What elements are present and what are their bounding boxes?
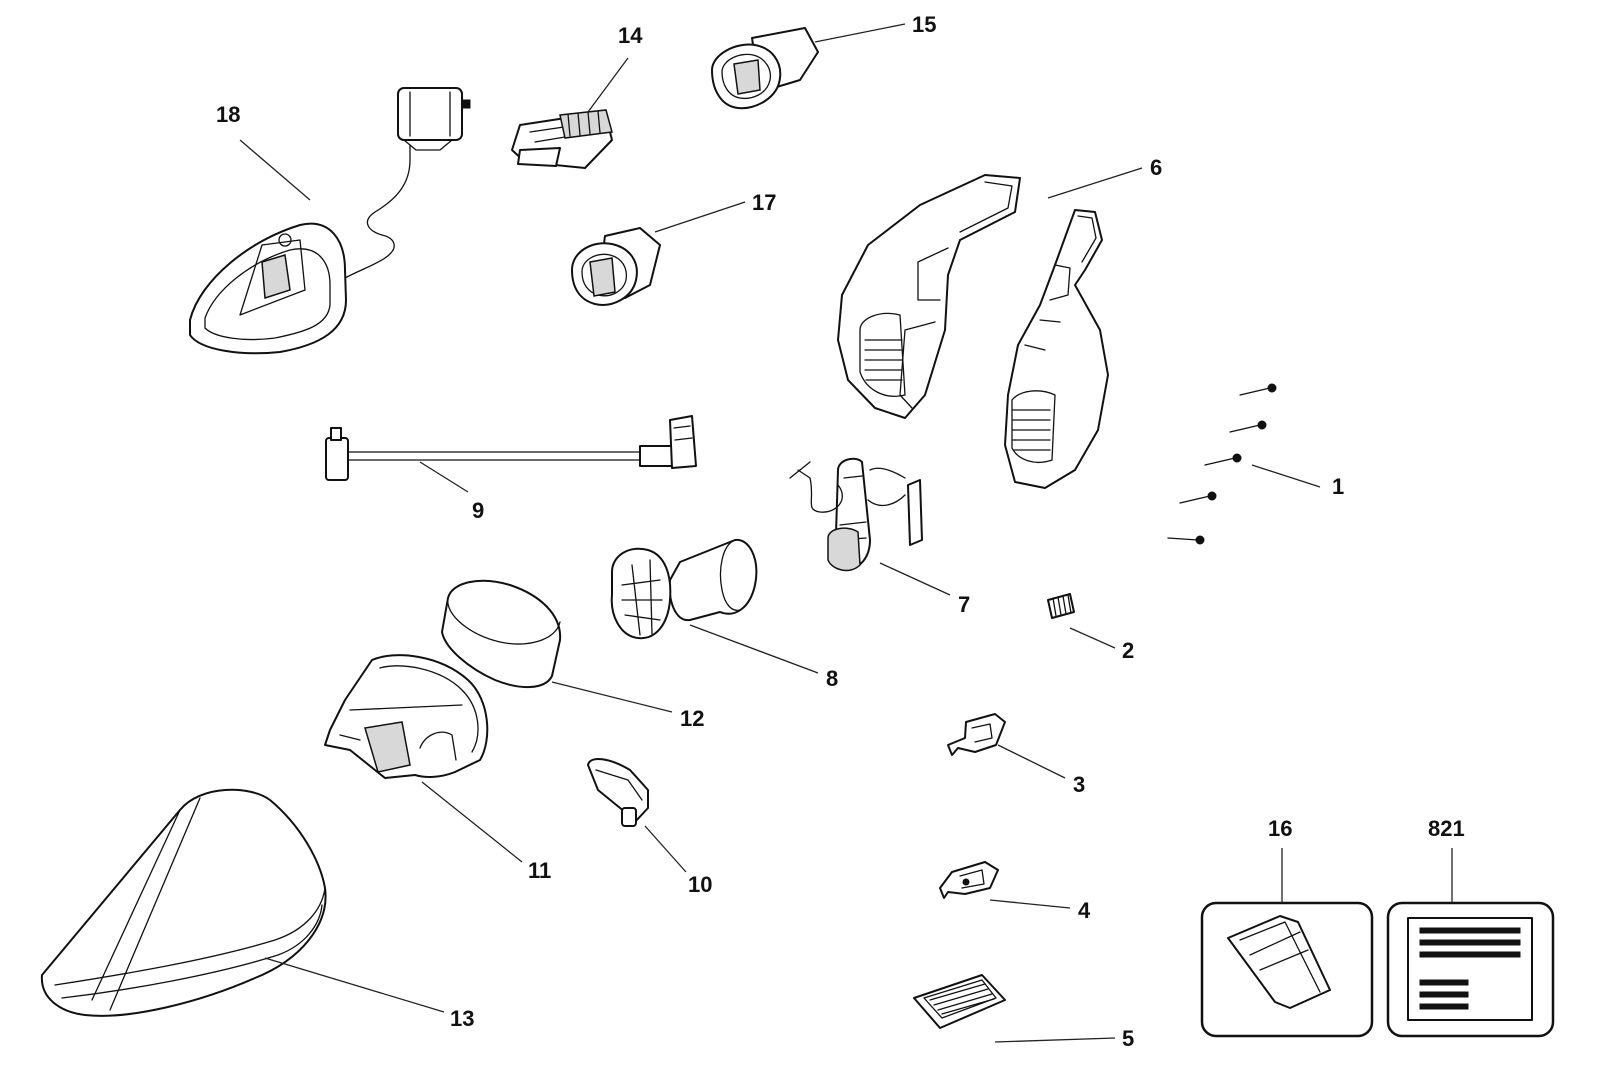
callout-4: 4 xyxy=(1078,898,1091,923)
grille-part-5[interactable] xyxy=(913,974,1006,1029)
callout-8: 8 xyxy=(826,666,838,691)
leader-14 xyxy=(587,57,629,113)
callout-821: 821 xyxy=(1428,816,1465,841)
charging-base-part-18[interactable] xyxy=(189,87,471,355)
leader-17 xyxy=(654,201,746,233)
callout-2: 2 xyxy=(1122,638,1134,663)
leader-13 xyxy=(264,957,445,1013)
callout-9: 9 xyxy=(472,498,484,523)
callout-15: 15 xyxy=(912,12,936,37)
housing-halves-part-6[interactable] xyxy=(837,174,1109,489)
leader-5 xyxy=(994,1037,1116,1043)
callout-3: 3 xyxy=(1073,772,1085,797)
nozzle-shell-part-13[interactable] xyxy=(40,788,327,1017)
callout-18: 18 xyxy=(216,102,240,127)
leader-4 xyxy=(989,899,1071,909)
callout-labels: 1 2 3 4 5 6 7 8 9 10 11 12 13 14 15 16 1… xyxy=(216,12,1465,1051)
leader-18 xyxy=(239,139,311,201)
callout-13: 13 xyxy=(450,1006,474,1031)
filter-part-12[interactable] xyxy=(441,579,562,689)
leader-6 xyxy=(1047,167,1143,199)
leader-10 xyxy=(644,825,687,873)
clip-part-4[interactable] xyxy=(939,861,999,899)
leader-7 xyxy=(879,562,951,596)
callout-7: 7 xyxy=(958,592,970,617)
callout-5: 5 xyxy=(1122,1026,1134,1051)
leader-12 xyxy=(551,681,673,713)
wiring-assembly-part-7[interactable] xyxy=(789,457,923,572)
battery-lead-part-9[interactable] xyxy=(325,415,697,481)
screws-part-1[interactable] xyxy=(1167,383,1277,545)
leader-2 xyxy=(1069,627,1116,649)
leader-1 xyxy=(1251,464,1321,488)
spring-part-2[interactable] xyxy=(1047,593,1075,619)
leader-11 xyxy=(421,781,523,863)
callout-16: 16 xyxy=(1268,816,1292,841)
crevice-nozzle-part-15[interactable] xyxy=(711,27,819,110)
leader-lines xyxy=(239,23,1453,1043)
callout-11: 11 xyxy=(528,858,551,883)
callout-14: 14 xyxy=(618,23,643,48)
nozzle-adapter-part-17[interactable] xyxy=(571,227,661,306)
clip-part-3[interactable] xyxy=(947,713,1006,756)
hardware-bag-box-16[interactable] xyxy=(1200,901,1374,1038)
dirt-bowl-part-11[interactable] xyxy=(324,654,489,779)
callout-10: 10 xyxy=(688,872,712,897)
callout-12: 12 xyxy=(680,706,704,731)
latch-part-10[interactable] xyxy=(587,758,649,827)
callout-17: 17 xyxy=(752,190,776,215)
leader-15 xyxy=(814,23,906,43)
callout-1: 1 xyxy=(1332,474,1344,499)
callout-6: 6 xyxy=(1150,155,1162,180)
label-sheet-box-821[interactable] xyxy=(1386,901,1555,1038)
leader-8 xyxy=(689,624,819,674)
leader-3 xyxy=(997,744,1066,779)
brush-tool-part-14[interactable] xyxy=(511,109,613,169)
motor-fan-part-8[interactable] xyxy=(610,538,758,640)
leader-9 xyxy=(419,461,469,493)
